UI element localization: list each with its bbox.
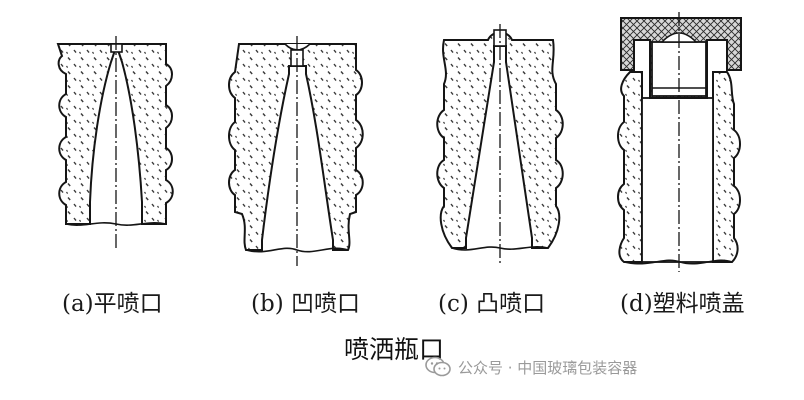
bottle-a-break-line bbox=[65, 222, 167, 226]
watermark: 公众号 · 中国玻璃包装容器 bbox=[424, 352, 637, 382]
bottle-d-glass-wall-left bbox=[617, 71, 643, 263]
bottle-d-break-line bbox=[623, 259, 733, 265]
bottle-c-glass-wall bbox=[436, 31, 564, 249]
caption-concave-nozzle: (b) 凹喷口 bbox=[251, 291, 360, 317]
diagram-title: 喷洒瓶口 bbox=[344, 335, 445, 364]
bottle-c-break-line bbox=[451, 246, 549, 251]
caption-flat-nozzle: (a)平喷口 bbox=[62, 291, 163, 317]
bottle-b-concave-nozzle bbox=[228, 36, 364, 266]
wechat-icon bbox=[425, 356, 451, 377]
bottle-d-inner-bore bbox=[641, 97, 714, 263]
caption-convex-nozzle: (c) 凸喷口 bbox=[438, 291, 546, 317]
bottle-d-plastic-cap bbox=[617, 12, 742, 272]
bottle-d-glass-wall-right bbox=[712, 71, 741, 263]
bottle-b-break-line bbox=[245, 247, 349, 253]
watermark-label: 公众号 · 中国玻璃包装容器 bbox=[458, 358, 638, 377]
bottle-c-convex-nozzle bbox=[436, 24, 564, 264]
bottle-a-flat-nozzle bbox=[56, 36, 174, 248]
bottle-b-glass-wall bbox=[228, 43, 364, 251]
caption-plastic-cap: (d)塑料喷盖 bbox=[620, 291, 745, 317]
